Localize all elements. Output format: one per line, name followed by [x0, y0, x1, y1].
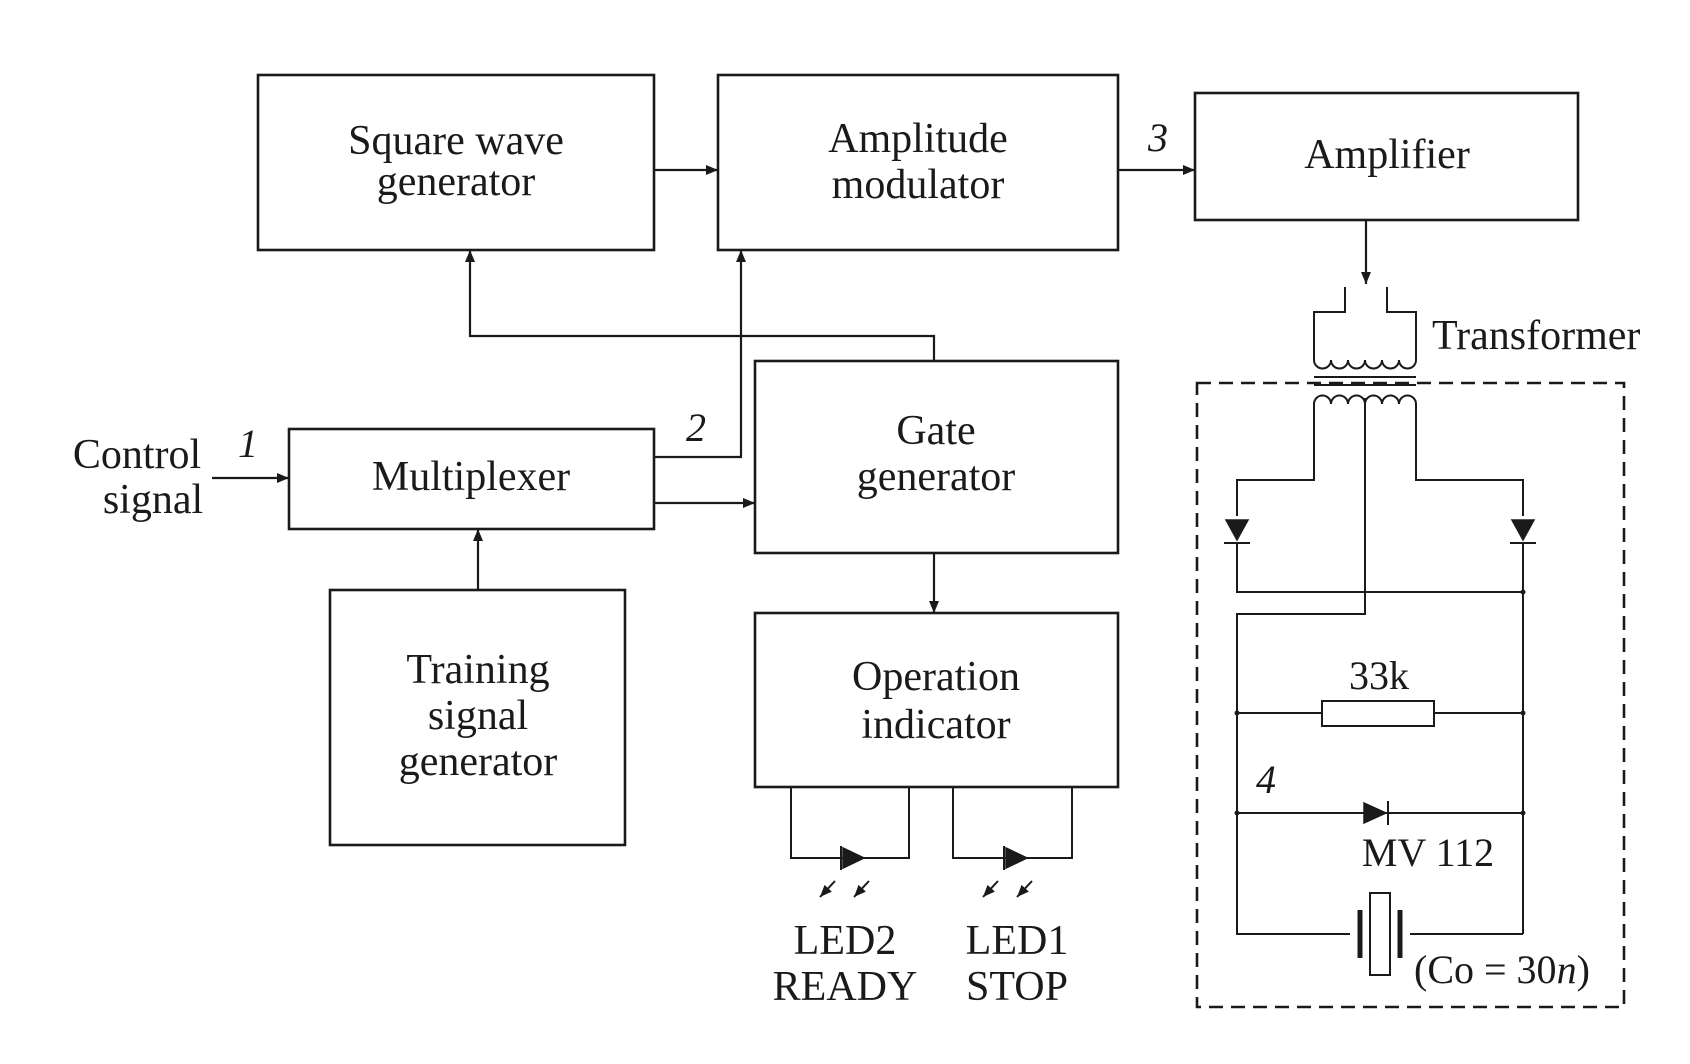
- rectifier-diode-left: [1224, 519, 1250, 542]
- led1-name: LED1: [966, 918, 1069, 964]
- point-3-label: 3: [1147, 115, 1168, 160]
- square-wave-generator-label-2: generator: [377, 159, 536, 205]
- square-wave-generator-block: Square wave generator: [256, 73, 656, 252]
- transformer-label: Transformer: [1432, 313, 1640, 359]
- point-4-label: 4: [1256, 757, 1276, 802]
- capacitor-body: [1369, 892, 1391, 976]
- multiplexer-block: Multiplexer: [287, 427, 656, 531]
- led2-name: LED2: [794, 918, 897, 964]
- gate-generator-label-1: Gate: [896, 408, 975, 454]
- training-signal-label-2: signal: [428, 693, 528, 739]
- capacitor-label: (Co = 30n): [1414, 947, 1590, 992]
- operation-indicator-block: Operation indicator: [753, 611, 1120, 789]
- control-signal-label-1: Control: [73, 432, 201, 478]
- gate-generator-block: Gate generator: [753, 359, 1120, 555]
- square-wave-generator-label-1: Square wave: [348, 118, 564, 164]
- led1-stop: LED1 STOP: [952, 787, 1073, 1010]
- multiplexer-label: Multiplexer: [372, 454, 570, 500]
- led2-symbol: [842, 846, 866, 870]
- led2-state: READY: [773, 964, 918, 1010]
- control-signal-label-2: signal: [103, 477, 203, 523]
- led1-state: STOP: [966, 964, 1068, 1010]
- resistor-label: 33k: [1349, 653, 1409, 698]
- signal-wires: [212, 165, 1371, 613]
- operation-indicator-label-1: Operation: [852, 654, 1020, 700]
- amplitude-modulator-label-1: Amplitude: [828, 116, 1008, 162]
- wire-multiplexer-to-modulator: [654, 250, 746, 459]
- point-2-label: 2: [686, 405, 706, 450]
- center-tap-wire: [1236, 398, 1523, 935]
- amplitude-modulator-label-2: modulator: [832, 162, 1005, 208]
- led2-ready: LED2 READY: [773, 787, 918, 1010]
- led2-light-arrow-2: [853, 880, 870, 898]
- primary-winding: [1313, 359, 1417, 370]
- transformer: Transformer: [1313, 287, 1640, 405]
- led1-light-arrow-1: [982, 880, 999, 898]
- wire-gate-to-square: [465, 250, 936, 361]
- resistor-33k: [1321, 700, 1435, 727]
- point-1-label: 1: [238, 421, 258, 466]
- training-signal-label-1: Training: [406, 647, 549, 693]
- training-signal-generator-block: Training signal generator: [328, 588, 627, 847]
- amplifier-label: Amplifier: [1304, 132, 1470, 178]
- varactor-label: MV 112: [1362, 830, 1494, 875]
- led1-light-arrow-2: [1016, 880, 1033, 898]
- amplitude-modulator-block: Amplitude modulator: [716, 73, 1120, 252]
- training-signal-label-3: generator: [399, 739, 558, 785]
- gate-generator-label-2: generator: [857, 454, 1016, 500]
- circuit-boundary: [1195, 381, 1626, 1009]
- led1-symbol: [1005, 846, 1029, 870]
- tuning-circuit: 33k MV 112 (Co = 30n): [1224, 398, 1590, 992]
- rectifier-diode-right: [1510, 519, 1536, 542]
- operation-indicator-label-2: indicator: [861, 702, 1010, 748]
- amplifier-block: Amplifier: [1193, 91, 1580, 222]
- varactor-diode: [1363, 801, 1388, 825]
- led2-light-arrow-1: [819, 880, 836, 898]
